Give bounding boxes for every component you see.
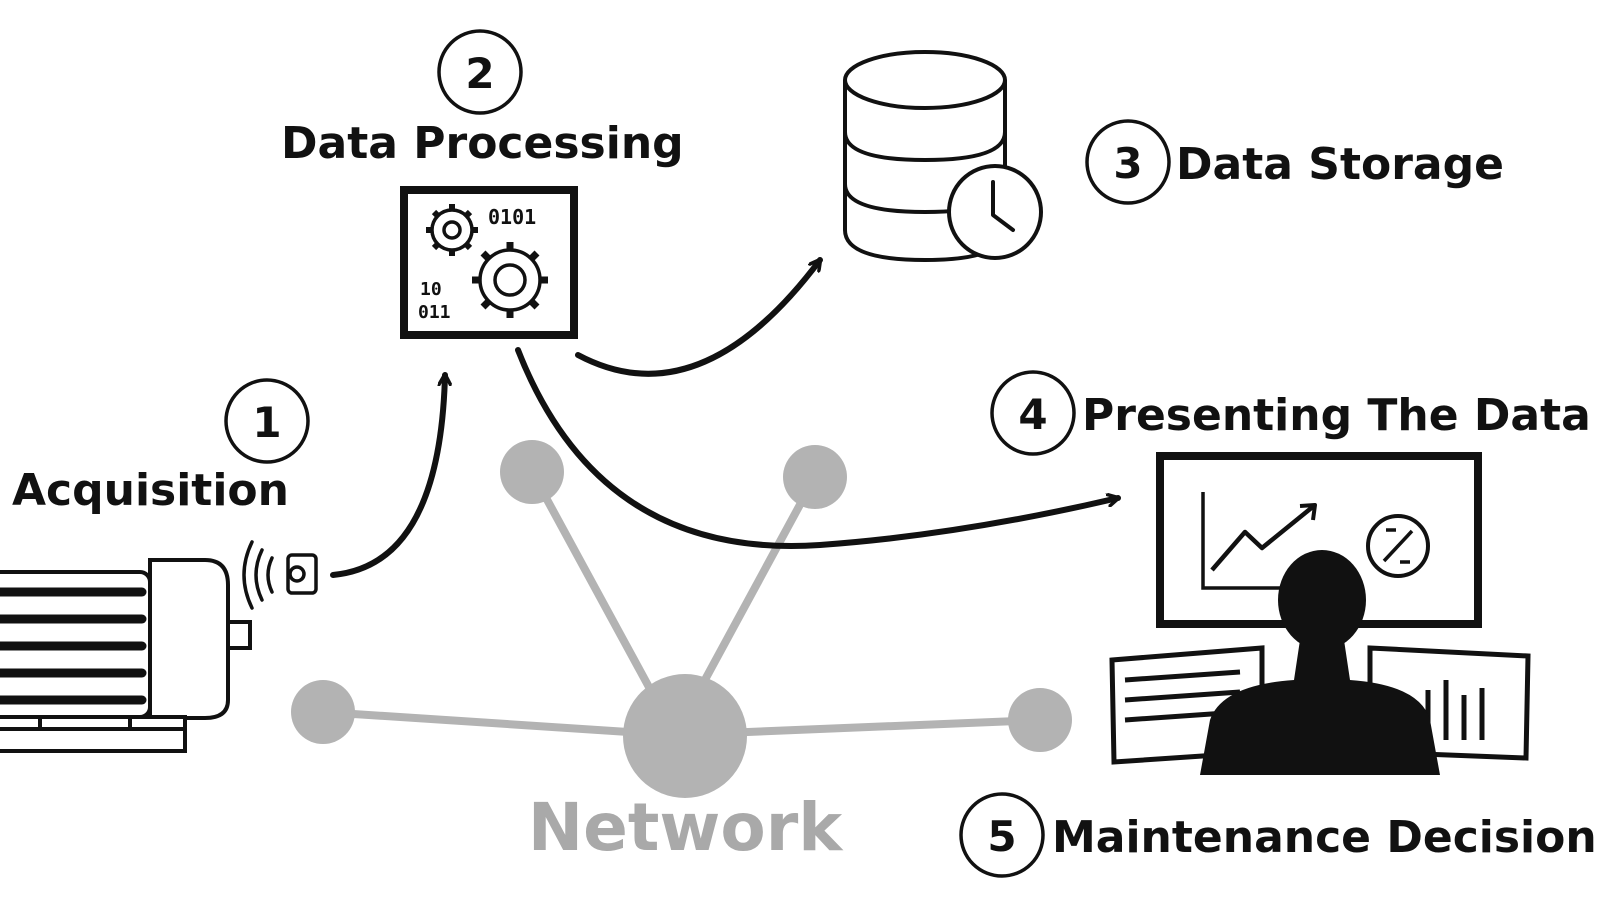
database-clock-icon — [843, 50, 1043, 263]
operator-silhouette-icon — [1200, 550, 1440, 775]
step-number: 2 — [465, 49, 494, 98]
network-graph: Network — [291, 440, 1072, 866]
step-number-circle — [437, 29, 523, 115]
electric-motor-icon — [0, 558, 252, 753]
network-label: Network — [528, 789, 844, 866]
network-node — [783, 445, 847, 509]
step-number-circle — [224, 378, 310, 464]
step-presenting-data: 4 Presenting The Data — [990, 370, 1591, 456]
processing-chip-icon: 0101 10 011 — [400, 186, 578, 339]
binary-digits: 10 — [420, 279, 442, 300]
network-node — [1008, 688, 1072, 752]
step-label: Presenting The Data — [1082, 390, 1591, 441]
network-edge — [322, 708, 676, 739]
step-number: 3 — [1113, 139, 1142, 188]
step-number: 1 — [252, 398, 281, 447]
step-label: Data Processing — [281, 118, 684, 169]
step-number-circle — [990, 370, 1076, 456]
network-node — [500, 440, 564, 504]
network-node — [291, 680, 355, 744]
step-number-circle — [959, 792, 1045, 878]
step-number: 5 — [987, 812, 1016, 861]
step-maintenance-decision: 5 Maintenance Decision — [959, 792, 1597, 878]
network-hub — [623, 674, 747, 798]
binary-digits: 011 — [418, 302, 451, 323]
step-label: Acquisition — [12, 465, 289, 516]
step-number-circle — [1085, 119, 1171, 205]
arrow-processing-to-presentation — [515, 347, 1121, 549]
step-data-processing: 2 Data Processing — [281, 29, 684, 169]
step-number: 4 — [1018, 390, 1047, 439]
arrow-acquisition-to-processing — [330, 372, 445, 578]
step-label: Data Storage — [1176, 139, 1504, 190]
step-label: Maintenance Decision — [1052, 812, 1597, 863]
step-data-storage: 3 Data Storage — [1085, 119, 1504, 205]
arrow-processing-to-storage — [575, 257, 823, 377]
step-acquisition: 1 Acquisition — [12, 378, 310, 516]
wireless-sensor-icon — [242, 540, 318, 610]
binary-digits: 0101 — [488, 205, 536, 229]
